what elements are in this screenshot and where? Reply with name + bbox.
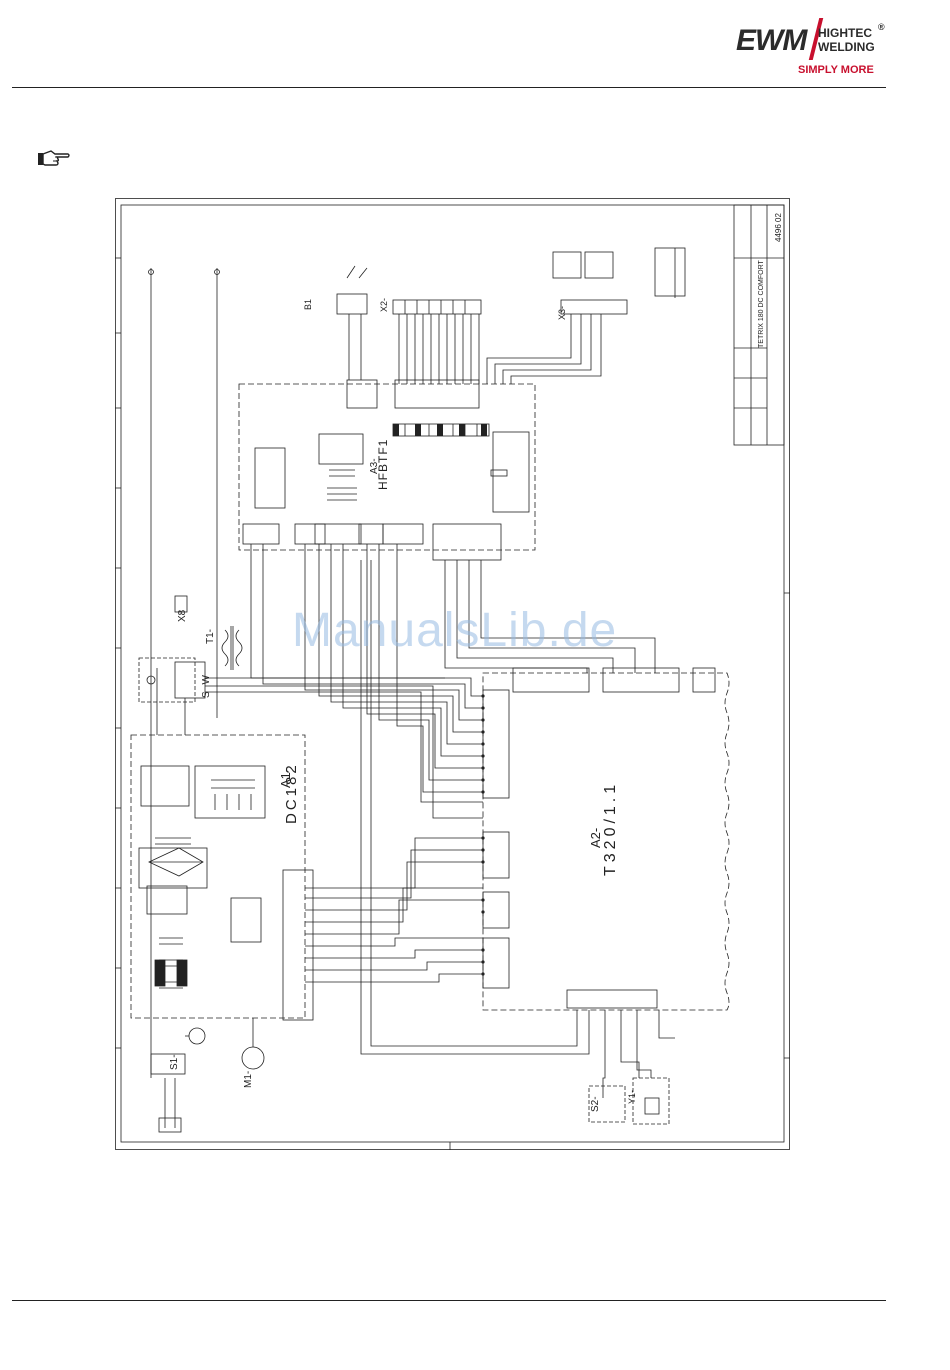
logo-ewm-text: EWM xyxy=(736,24,806,58)
logo-hightec: HIGHTEC xyxy=(818,26,872,40)
footer-rule xyxy=(12,1300,886,1301)
header-rule xyxy=(12,87,886,88)
s1-label: S1- xyxy=(169,1054,180,1070)
logo-registered-mark: ® xyxy=(878,22,885,32)
logo-welding: WELDING xyxy=(818,40,875,54)
y1-label: Y1- xyxy=(627,1090,637,1104)
title-block-product: TETRIX 180 DC COMFORT xyxy=(758,260,765,348)
pointing-hand-icon xyxy=(37,148,71,168)
a2-ref-label: A2- xyxy=(588,828,603,848)
sheet-inner-border xyxy=(121,205,784,1142)
logo-tagline: SIMPLY MORE xyxy=(798,64,874,76)
s2-label: S2- xyxy=(590,1096,601,1112)
title-block-drawing-number: 4496 02 xyxy=(774,213,783,242)
a2-name-label: T320/1.1 xyxy=(602,781,619,876)
wiring-diagram: A1- DC182 A2- T320/1.1 A3- HFBTF1 S1- S2… xyxy=(115,198,790,1150)
x3-label: X3- xyxy=(557,306,567,320)
m1-label: M1- xyxy=(243,1071,254,1088)
t1-label: T1- xyxy=(205,629,216,644)
x2-label: X2- xyxy=(379,298,389,312)
x8-label: X8 xyxy=(177,609,188,622)
a1-name-label: DC182 xyxy=(283,762,300,824)
watermark: ManualsLib.de xyxy=(292,603,617,658)
sw-label: S W xyxy=(201,673,212,698)
ewm-logo: EWM HIGHTEC ® WELDING SIMPLY MORE xyxy=(736,18,926,80)
a3-name-label: HFBTF1 xyxy=(376,439,390,490)
b1-label: B1 xyxy=(303,299,313,310)
